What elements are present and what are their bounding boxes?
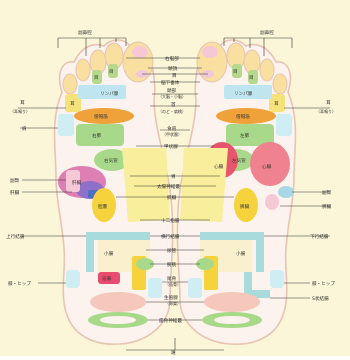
left-in-trapezius: 僧帽筋 [94,113,108,120]
center-label-stomach: 胃 [171,174,176,180]
right-side-ear-sub: （耳鳴り） [316,108,336,114]
right-adrenal-zone [265,194,279,210]
right-in-eye1: 目 [233,69,238,75]
center-label-eye: 目 [172,73,177,79]
left-toe-5 [63,74,77,94]
left-in-lung: 右肺 [92,132,102,139]
center-label-ureter: 尿管 [167,247,177,254]
left-coccyx-zone [148,278,162,298]
left-in-liver: 肝臓 [72,179,82,186]
right-spleen-zone [278,186,294,198]
center-label-pituitary: 脳下垂体 [161,79,180,86]
center-label-head-sub: （大脳・小脳） [158,93,186,99]
left-side-knee-hip-label: 膝・ヒップ [8,280,31,287]
right-toe-4 [260,59,274,81]
center-label-bladder: 膀胱 [167,261,177,268]
left-in-eye1: 目 [109,69,114,75]
right-in-small-intestine: 小腸 [236,250,246,257]
left-foot [55,40,173,344]
left-in-bronchus: 右気管 [104,157,118,164]
left-in-lymph: リンパ腺 [100,90,119,97]
right-gonad-zone [204,292,260,312]
right-side-sigmoid-label: S状結腸 [312,295,329,302]
left-side-shoulder-label: 肩 [22,125,27,132]
left-gonad-zone [90,292,146,312]
right-in-ear: 耳 [274,101,279,107]
left-hip-zone [66,270,80,288]
left-side-adrenal-label: 副腎 [10,177,20,184]
left-in-small-intestine: 小腸 [104,250,114,257]
center-label-sciatic: 座骨神経叢 [159,317,182,324]
left-side-ear-label: 耳 [20,100,25,106]
left-side-liver-label: 肝臓 [10,189,20,196]
right-heart-zone-2 [250,142,290,186]
right-in-eye2: 目 [249,75,254,81]
right-in-bronchus: 左気管 [232,157,246,164]
right-side-spleen-label: 脾臓 [322,203,332,210]
center-label-duodenum: 十二指腸 [161,217,180,224]
top-left-sinus-label: 副鼻腔 [78,29,92,36]
right-in-heart1: 心臓 [214,163,224,170]
right-coccyx-zone [188,278,202,298]
left-in-eye2: 目 [94,75,99,81]
right-in-heart2: 心臓 [262,163,272,170]
right-big-toe-tip [202,46,218,58]
left-side-ear-sub: （耳鳴り） [10,108,30,114]
right-in-trapezius: 僧帽筋 [236,113,250,120]
right-in-spleen: 脾臓 [240,203,250,210]
center-label-neck: 首 [171,101,176,108]
center-label-gonad-sub: （卵巣） [165,300,181,306]
right-side-ear-label: 耳 [326,100,331,106]
center-label-gonad: 生殖腺 [164,294,178,301]
right-heel-inner [214,316,250,324]
left-big-toe-tip [132,46,148,58]
top-right-sinus-label: 副鼻腔 [260,29,274,36]
left-side-ascending-colon-label: 上行結腸 [6,233,25,240]
left-heel-inner [100,316,136,324]
center-label-coccyx-sub: （仙骨） [165,281,181,287]
right-side-adrenal-label: 副腎 [322,189,332,196]
center-label-head: 頭部 [167,87,177,94]
right-stomach-zone [180,148,228,222]
right-toe-5 [273,74,287,94]
right-shoulder-zone [276,114,292,136]
left-shoulder-zone [58,114,74,136]
center-label-pancreas: 膵臓 [167,194,177,201]
right-hip-zone [270,270,284,288]
right-foot [177,40,295,344]
right-side-descending-colon-label: 下行結腸 [310,233,329,240]
left-in-ear: 耳 [70,101,75,107]
center-label-thyroid: 甲状腺 [164,143,178,150]
right-in-lymph: リンパ腺 [234,90,253,97]
right-in-lung: 左肺 [240,132,250,139]
center-label-right-brain: 右脳部 [165,55,179,62]
left-in-cecum: 盲腸 [102,275,112,282]
center-label-crown: 頭頂 [168,66,178,72]
center-label-esophagus: 食道 [167,125,177,132]
right-side-knee-hip-label: 膝・ヒップ [312,280,335,287]
center-label-esophagus-sub: （甲状腺） [162,131,182,137]
left-in-gallbladder: 胆嚢 [98,203,108,210]
center-label-neck-sub: （のど・扁桃） [158,108,186,114]
center-label-solar-plexus: 太陽神経叢 [157,183,180,190]
left-toe-4 [76,59,90,81]
center-label-heel: 踵 [171,349,176,356]
center-label-transverse-colon: 横行結腸 [161,233,180,240]
